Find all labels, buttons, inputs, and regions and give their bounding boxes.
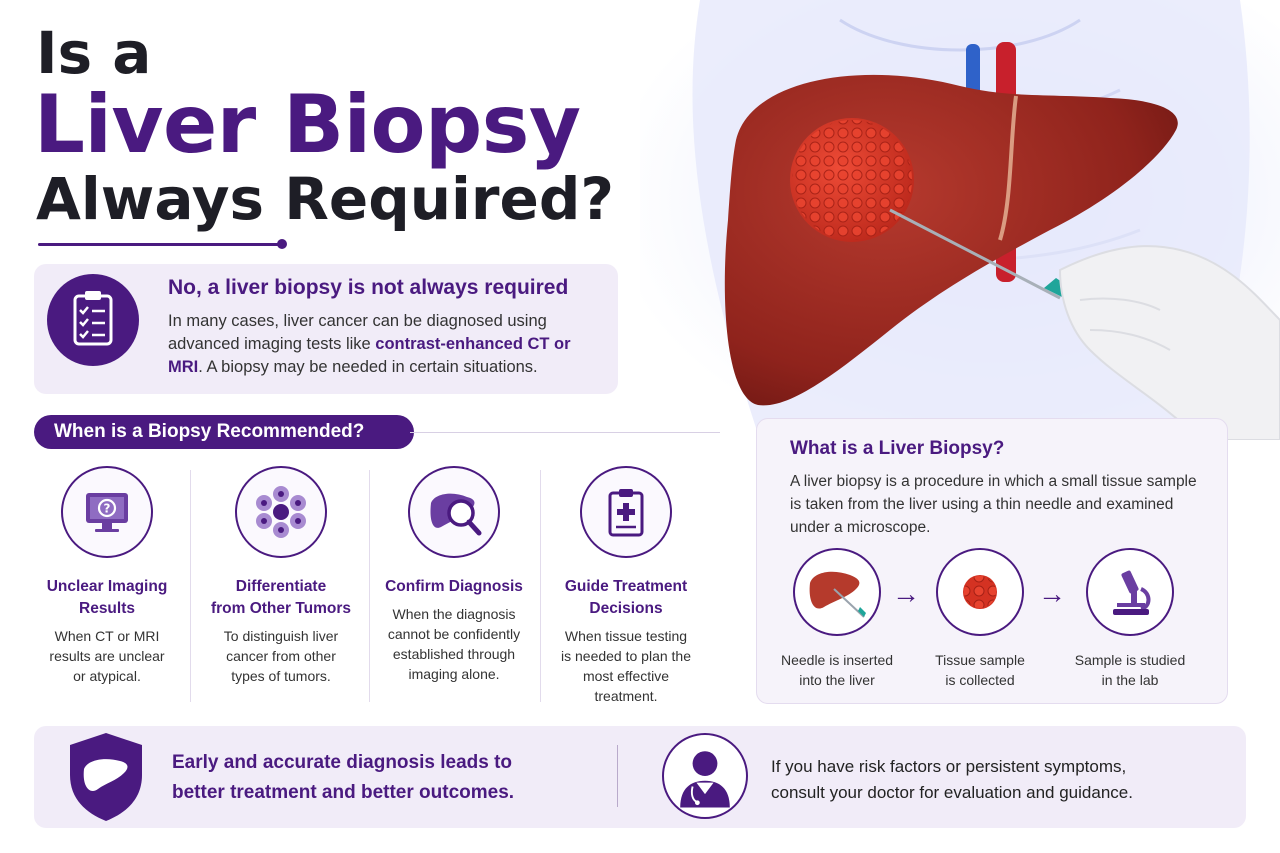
step-label: is collected <box>945 672 1015 688</box>
answer-body-text: In many cases, liver cancer can be diagn… <box>168 312 547 353</box>
title-underline <box>38 243 282 246</box>
cells-icon <box>235 466 327 558</box>
step-needle-inserted: Needle is inserted into the liver <box>762 548 912 690</box>
column-divider <box>540 470 541 702</box>
column-divider <box>369 470 370 702</box>
when-item-title: Differentiate <box>235 578 327 595</box>
when-item-desc: results are unclear <box>49 648 165 664</box>
bottom-right-message: If you have risk factors or persistent s… <box>771 754 1191 806</box>
when-item-confirm-diagnosis: Confirm Diagnosis When the diagnosis cann… <box>369 462 539 684</box>
step-tissue-collected: Tissue sample is collected <box>905 548 1055 690</box>
title-line-1: Is a <box>36 19 152 87</box>
bottom-left-line: Early and accurate diagnosis leads to <box>172 752 513 773</box>
answer-body-text-end: . A biopsy may be needed in certain situ… <box>198 358 538 376</box>
when-item-desc: To distinguish liver <box>223 628 339 644</box>
what-is-body: A liver biopsy is a procedure in which a… <box>790 473 1197 536</box>
svg-text:?: ? <box>104 502 111 516</box>
when-item-differentiate: Differentiate from Other Tumors To distin… <box>196 462 366 686</box>
when-item-desc: cancer from other <box>226 648 336 664</box>
monitor-question-icon: ? <box>61 466 153 558</box>
arrow-right-icon: → <box>892 578 920 609</box>
step-label: in the lab <box>1101 672 1159 688</box>
when-heading-line <box>410 432 720 433</box>
microscope-icon <box>1086 548 1174 636</box>
bottom-divider <box>617 745 618 807</box>
when-item-desc: When the diagnosis <box>392 606 516 622</box>
answer-heading: No, a liver biopsy is not always require… <box>168 276 569 299</box>
when-item-desc: is needed to plan the <box>561 648 691 664</box>
when-item-desc: treatment. <box>594 688 658 704</box>
step-label: Sample is studied <box>1074 652 1186 668</box>
step-sample-studied: Sample is studied in the lab <box>1055 548 1205 690</box>
title-underline-dot <box>277 239 287 249</box>
when-item-desc: most effective <box>582 668 670 684</box>
step-label: into the liver <box>799 672 875 688</box>
when-item-desc: types of tumors. <box>231 668 331 684</box>
bottom-left-message: Early and accurate diagnosis leads to bet… <box>172 748 592 808</box>
step-label: Needle is inserted <box>780 652 894 668</box>
when-item-desc: or atypical. <box>73 668 141 684</box>
when-item-title: Decisions <box>589 600 663 617</box>
when-item-title: Results <box>79 600 135 617</box>
when-item-title: Unclear Imaging <box>46 578 168 595</box>
tissue-sample-icon <box>936 548 1024 636</box>
when-item-desc: When tissue testing <box>564 628 688 644</box>
arrow-right-icon: → <box>1038 578 1066 609</box>
when-heading-pill: When is a Biopsy Recommended? <box>34 415 414 449</box>
bottom-right-line: If you have risk factors or persistent s… <box>771 757 1127 776</box>
title-line-2: Liver Biopsy <box>34 78 581 171</box>
clipboard-checklist-icon <box>47 274 139 366</box>
title-line-3: Always Required? <box>36 165 615 233</box>
when-item-desc: imaging alone. <box>408 666 500 682</box>
what-is-heading: What is a Liver Biopsy? <box>790 438 1005 459</box>
when-item-desc: established through <box>392 646 516 662</box>
step-label: Tissue sample <box>935 652 1025 668</box>
when-item-desc: cannot be confidently <box>387 626 521 642</box>
bottom-banner <box>34 726 1246 828</box>
answer-body: In many cases, liver cancer can be diagn… <box>168 310 608 379</box>
bottom-left-line: better treatment and better outcomes. <box>172 782 515 803</box>
when-item-title: Confirm Diagnosis <box>385 578 523 595</box>
when-item-title: from Other Tumors <box>210 600 352 617</box>
column-divider <box>190 470 191 702</box>
liver-needle-icon <box>793 548 881 636</box>
answer-body-highlight: contrast-enhanced CT or MRI <box>168 335 571 376</box>
doctor-icon <box>662 733 748 819</box>
when-item-title: Guide Treatment <box>564 578 688 595</box>
liver-magnifier-icon <box>408 466 500 558</box>
liver-illustration <box>640 0 1280 440</box>
shield-liver-icon <box>70 733 142 821</box>
medical-clipboard-icon <box>580 466 672 558</box>
bottom-right-line: consult your doctor for evaluation and g… <box>771 783 1133 802</box>
when-item-desc: When CT or MRI <box>54 628 160 644</box>
